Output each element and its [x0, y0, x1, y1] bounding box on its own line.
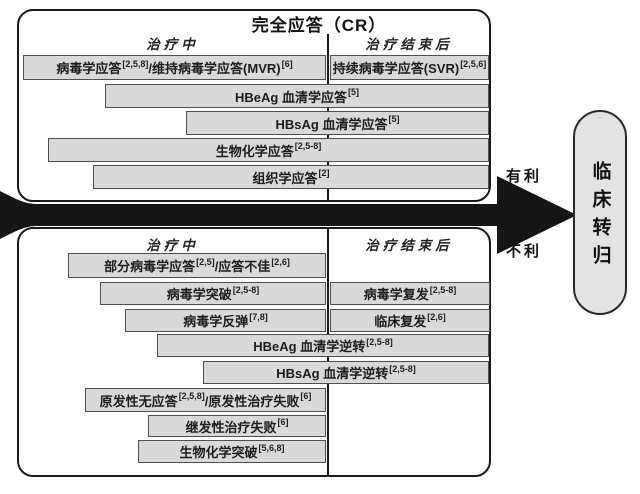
top-header-during-treatment: 治疗中: [146, 37, 199, 52]
bar-label: 病毒学应答: [56, 61, 122, 76]
bar-label: 部分病毒学应答: [104, 259, 196, 274]
bar-label: 组织学应答: [252, 170, 318, 186]
bar-primary-nonresponse: 原发性无应答[2,5,8]/原发性治疗失败[6]: [85, 388, 326, 412]
bar-histologic-response: 组织学应答[2]: [93, 165, 489, 189]
bar-label: 继发性治疗失败: [185, 419, 277, 435]
bar-label: /维持病毒学应答(MVR): [148, 61, 281, 76]
bar-hbeag-seroreversion: HBeAg 血清学逆转[2,5-8]: [157, 334, 489, 357]
bar-label: 生物化学突破: [179, 445, 258, 460]
favorable-label: 有利: [505, 169, 542, 185]
bar-secondary-treatment-failure: 继发性治疗失败[6]: [148, 415, 326, 437]
bar-label: 生物化学应答: [215, 143, 294, 159]
bar-label: HBeAg 血清学应答: [235, 89, 347, 105]
bar-label: 持续病毒学应答(SVR): [332, 61, 460, 76]
bar-label: 病毒学反弹: [183, 314, 249, 329]
bar-label: /原发性治疗失败: [204, 393, 300, 409]
bar-hbeag-serologic-response: HBeAg 血清学应答[5]: [105, 84, 489, 108]
figure-title: 完全应答（CR）: [251, 16, 387, 35]
bar-virologic-relapse: 病毒学复发[2,5-8]: [330, 282, 490, 305]
unfavorable-label: 不利: [505, 244, 542, 260]
bar-virologic-breakthrough: 病毒学突破[2,5-8]: [100, 282, 326, 305]
bar-hbsag-seroreversion: HBsAg 血清学逆转[2,5-8]: [203, 361, 489, 384]
bar-sustained-virologic-response: 持续病毒学应答(SVR) [2,5,6]: [330, 55, 489, 80]
bar-virologic-rebound: 病毒学反弹[7,8]: [125, 309, 326, 332]
bar-label: HBeAg 血清学逆转: [253, 339, 366, 354]
bar-label: 原发性无应答: [99, 393, 178, 409]
clinical-outcome-capsule: 临床转归: [573, 110, 627, 315]
bottom-header-during-treatment: 治疗中: [146, 238, 199, 253]
clinical-outcome-label: 临床转归: [589, 161, 611, 273]
bar-partial-virologic-response: 部分病毒学应答[2,5]/应答不佳[2,6]: [68, 253, 326, 278]
bar-biochemical-response: 生物化学应答[2,5-8]: [48, 138, 489, 162]
bar-label: 临床复发: [374, 314, 427, 329]
bar-label: HBsAg 血清学应答: [275, 116, 388, 132]
bar-virologic-response: 病毒学应答 [2,5,8]/维持病毒学应答(MVR)[6]: [23, 55, 326, 80]
bar-clinical-relapse: 临床复发[2,6]: [330, 309, 490, 332]
bar-label: 病毒学突破: [166, 287, 232, 302]
bar-hbsag-serologic-response: HBsAg 血清学应答[5]: [186, 111, 489, 135]
top-header-after-treatment: 治疗结束后: [365, 37, 453, 52]
bar-label: /应答不佳: [214, 259, 271, 274]
bar-label: HBsAg 血清学逆转: [276, 366, 389, 381]
bar-biochemical-breakthrough: 生物化学突破[5,6,8]: [138, 440, 326, 463]
bar-label: 病毒学复发: [363, 287, 429, 302]
bottom-header-after-treatment: 治疗结束后: [365, 238, 453, 253]
